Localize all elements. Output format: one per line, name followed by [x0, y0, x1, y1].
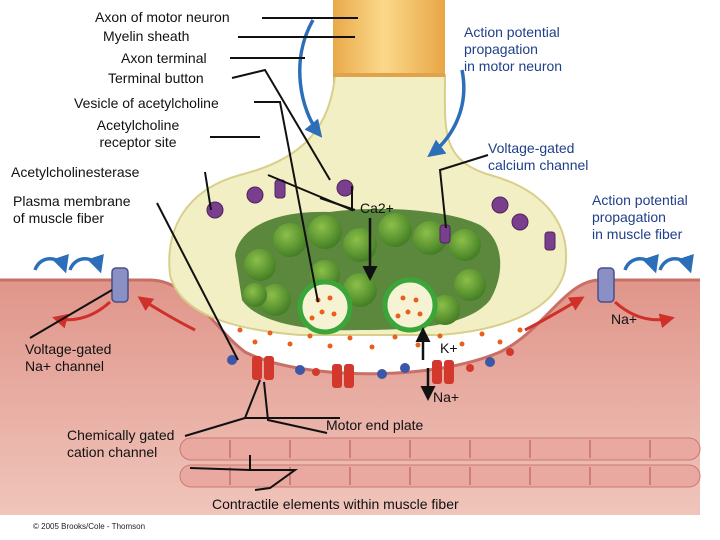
label-ap-motor-neuron: Action potential propagation in motor ne… [464, 24, 562, 75]
label-chem-gated-line2: cation channel [67, 444, 158, 460]
propagation-arrows-blue [33, 19, 694, 274]
label-chemically-gated-cation-channel: Chemically gated cation channel [67, 427, 174, 461]
label-vg-na-line2: Na+ channel [25, 358, 105, 374]
leader-lines [29, 17, 489, 491]
label-contractile-elements: Contractile elements within muscle fiber [212, 496, 459, 512]
vesicles [243, 213, 486, 325]
ion-arrows [362, 218, 436, 401]
label-myelin-sheath: Myelin sheath [103, 28, 190, 44]
label-ca2: Ca2+ [360, 200, 394, 216]
acetylcholine-molecules [237, 327, 523, 350]
label-acetylcholine-receptor-site: Acetylcholine receptor site [82, 117, 194, 151]
copyright-notice: © 2005 Brooks/Cole - Thomson [33, 522, 146, 531]
label-acetylcholinesterase: Acetylcholinesterase [11, 164, 140, 180]
label-axon-of-motor-neuron: Axon of motor neuron [95, 9, 230, 25]
label-acetylcholine-receptor-line1: Acetylcholine [96, 117, 180, 133]
label-voltage-gated-na-channel: Voltage-gated Na+ channel [25, 341, 111, 375]
label-acetylcholine-receptor-line2: receptor site [99, 134, 177, 150]
label-axon-terminal: Axon terminal [121, 50, 207, 66]
label-ap-motor-line1: Action potential [464, 24, 560, 40]
label-ap-motor-line3: in motor neuron [464, 58, 563, 74]
label-ap-muscle-line1: Action potential [592, 192, 688, 208]
label-vg-calcium-line1: Voltage-gated [488, 140, 575, 156]
label-plasma-membrane: Plasma membrane of muscle fiber [13, 193, 131, 227]
label-plasma-membrane-line1: Plasma membrane [13, 193, 131, 209]
label-voltage-gated-calcium-channel: Voltage-gated calcium channel [488, 140, 588, 174]
membrane-channels [227, 348, 514, 388]
voltage-gated-na-channels [111, 267, 615, 303]
contractile-elements [179, 437, 701, 488]
label-ap-muscle-line3: in muscle fiber [592, 226, 683, 242]
propagation-arrows-red [52, 296, 675, 332]
label-ap-muscle-line2: propagation [592, 209, 666, 225]
label-plasma-membrane-line2: of muscle fiber [13, 210, 105, 226]
label-ap-motor-line2: propagation [464, 41, 538, 57]
label-k-plus: K+ [440, 340, 458, 356]
label-na-plus: Na+ [433, 389, 460, 405]
label-vg-calcium-line2: calcium channel [488, 157, 589, 173]
label-ap-muscle-fiber: Action potential propagation in muscle f… [592, 192, 688, 243]
label-na-right: Na+ [611, 311, 638, 327]
fusing-vesicles [297, 277, 438, 335]
label-terminal-button: Terminal button [108, 70, 204, 86]
label-motor-end-plate: Motor end plate [326, 417, 424, 433]
label-vg-na-line1: Voltage-gated [25, 341, 112, 357]
label-vesicle-of-acetylcholine: Vesicle of acetylcholine [74, 95, 219, 111]
label-chem-gated-line1: Chemically gated [67, 427, 175, 443]
